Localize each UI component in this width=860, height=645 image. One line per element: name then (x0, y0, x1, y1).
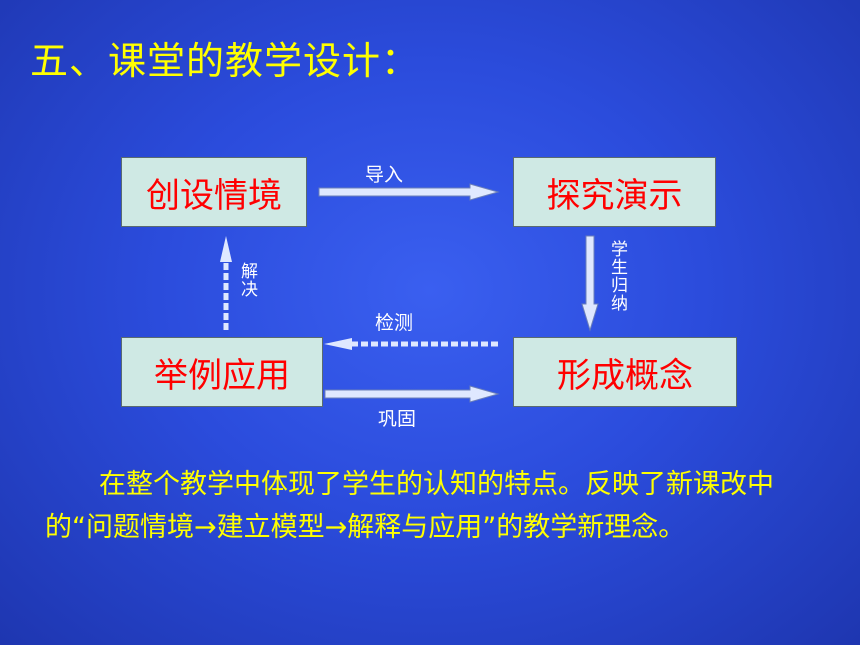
edge-label-test: 检测 (375, 312, 414, 334)
arrow-introduce (318, 183, 500, 201)
node-label: 创设情境 (146, 175, 282, 216)
edge-label-introduce: 导入 (365, 164, 404, 186)
node-example-apply: 举例应用 (121, 337, 323, 407)
arrow-test (324, 338, 498, 350)
arrow-consolidate (324, 385, 500, 403)
edge-label-solve: 解决 (237, 262, 257, 298)
node-label: 探究演示 (546, 175, 683, 216)
node-label: 举例应用 (154, 355, 290, 396)
edge-label-consolidate: 巩固 (378, 408, 417, 430)
arrow-summarize (581, 235, 599, 332)
arrow-solve (220, 236, 232, 330)
slide-title: 五、课堂的教学设计： (30, 39, 421, 83)
description-text: 在整个教学中体现了学生的认知的特点。反映了新课改中的“问题情境→建立模型→解释与… (45, 469, 774, 543)
node-form-concept: 形成概念 (513, 337, 737, 407)
node-explore-demo: 探究演示 (513, 157, 716, 227)
edge-label-summarize: 学生归纳 (607, 240, 627, 312)
node-create-situation: 创设情境 (121, 157, 307, 227)
node-label: 形成概念 (557, 355, 693, 396)
